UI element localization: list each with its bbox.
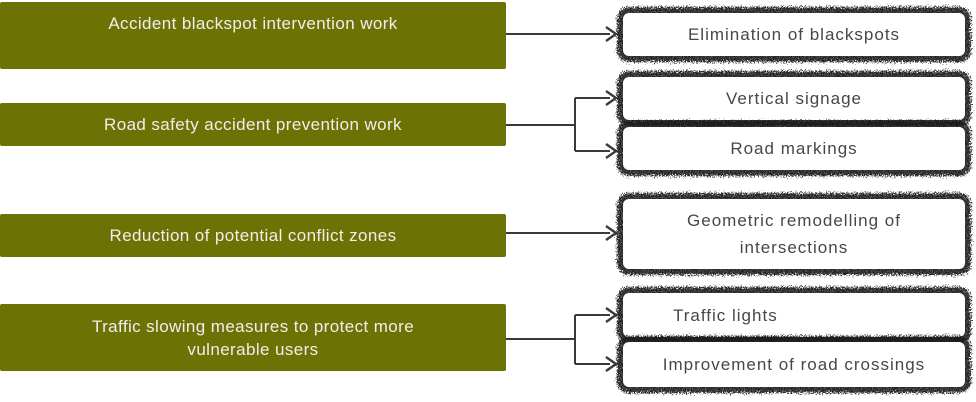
source-box-label: Reduction of potential conflict zones bbox=[109, 226, 397, 245]
target-box-surface: Traffic lights bbox=[623, 293, 965, 337]
target-box-elimination-blackspots: Elimination of blackspots bbox=[617, 7, 971, 62]
source-box-road-safety-prevention: Road safety accident prevention work bbox=[0, 103, 506, 146]
target-box-label: Geometric remodelling of intersections bbox=[687, 211, 901, 257]
arrowhead-icon bbox=[605, 143, 619, 159]
target-box-geometric-remodelling: Geometric remodelling of intersections bbox=[617, 193, 971, 275]
arrowhead-icon bbox=[605, 307, 619, 323]
connector-row-1 bbox=[506, 26, 619, 42]
target-box-road-crossings: Improvement of road crossings bbox=[617, 336, 971, 393]
arrowhead-icon bbox=[605, 90, 619, 106]
connector-row-2 bbox=[506, 90, 619, 159]
source-box-traffic-slowing: Traffic slowing measures to protect more… bbox=[0, 304, 506, 371]
target-box-label: Traffic lights bbox=[673, 305, 778, 325]
arrowhead-icon bbox=[605, 26, 619, 42]
arrowhead-icon bbox=[605, 356, 619, 372]
target-box-label: Road markings bbox=[730, 139, 858, 158]
connector-row-3 bbox=[506, 225, 619, 241]
connector-row-4 bbox=[506, 307, 619, 372]
connector-line bbox=[506, 314, 610, 365]
connector-line bbox=[506, 97, 610, 152]
target-box-surface: Geometric remodelling of intersections bbox=[623, 199, 965, 269]
source-box-conflict-zones: Reduction of potential conflict zones bbox=[0, 214, 506, 257]
target-box-surface: Improvement of road crossings bbox=[623, 342, 965, 387]
source-box-label: Road safety accident prevention work bbox=[104, 115, 402, 134]
target-box-surface: Vertical signage bbox=[623, 77, 965, 120]
target-box-surface: Road markings bbox=[623, 127, 965, 170]
source-box-label: Accident blackspot intervention work bbox=[108, 14, 398, 33]
target-box-traffic-lights: Traffic lights bbox=[617, 287, 971, 343]
target-box-label: Vertical signage bbox=[725, 89, 863, 108]
target-box-label: Improvement of road crossings bbox=[662, 355, 926, 374]
target-box-vertical-signage: Vertical signage bbox=[617, 71, 971, 126]
arrowhead-icon bbox=[605, 225, 619, 241]
target-box-surface: Elimination of blackspots bbox=[623, 13, 965, 56]
source-box-label: Traffic slowing measures to protect more… bbox=[91, 316, 415, 359]
source-box-accident-blackspot: Accident blackspot intervention work bbox=[0, 2, 506, 69]
target-box-label: Elimination of blackspots bbox=[687, 25, 901, 44]
target-box-road-markings: Road markings bbox=[617, 121, 971, 176]
